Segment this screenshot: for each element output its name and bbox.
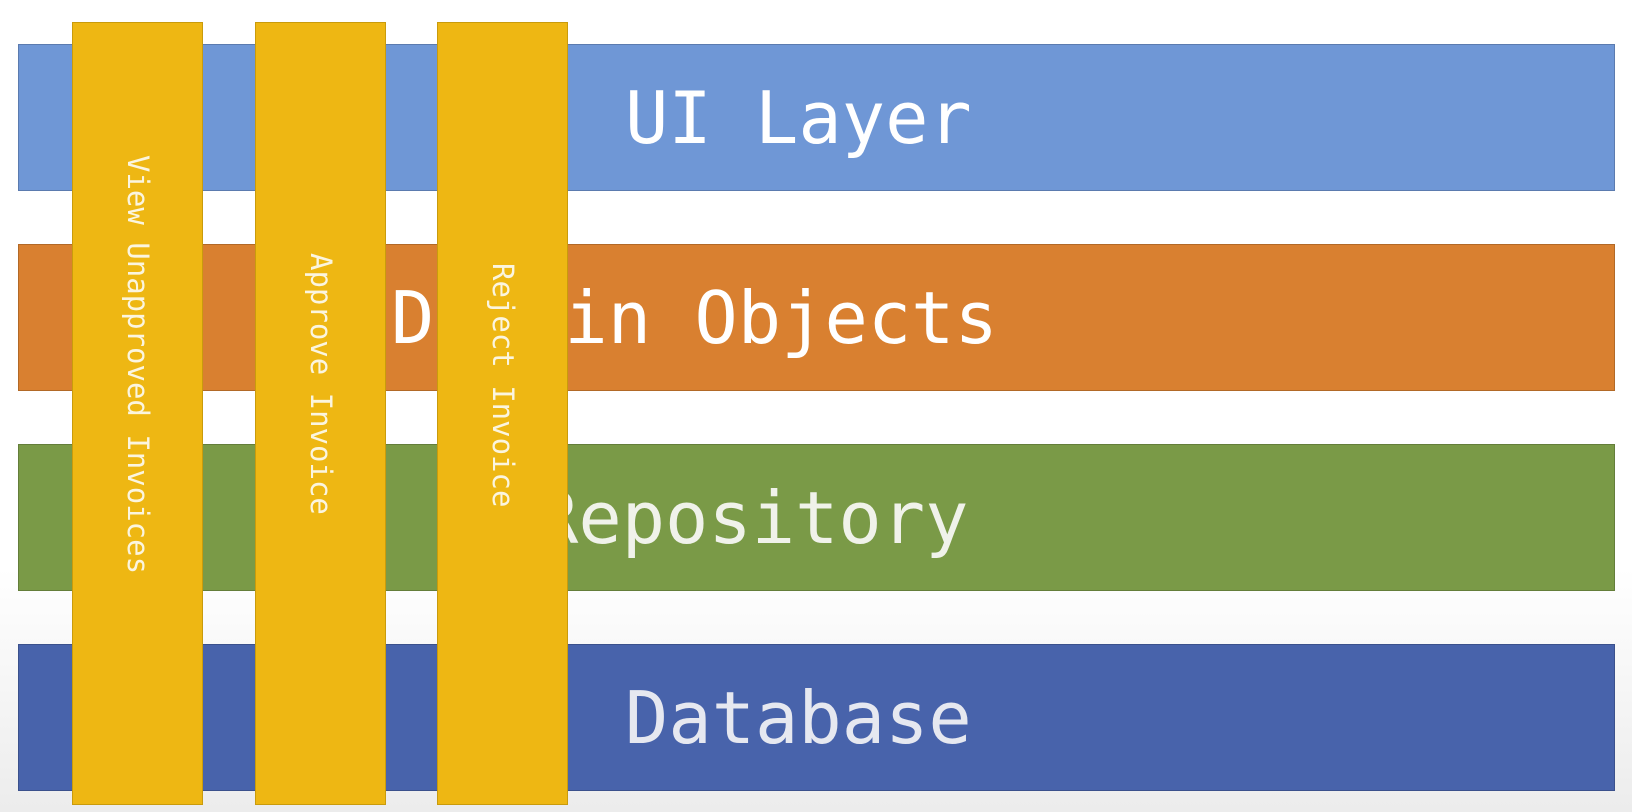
feature-reject-invoice: Reject Invoice — [437, 22, 568, 805]
feature-approve-invoice: Approve Invoice — [255, 22, 386, 805]
feature-reject-invoice-label: Reject Invoice — [486, 263, 520, 508]
layer-repository-label: Repository — [535, 475, 969, 560]
feature-view-unapproved-invoices: View Unapproved Invoices — [72, 22, 203, 805]
feature-approve-invoice-label: Approve Invoice — [304, 253, 338, 515]
layer-database-label: Database — [625, 675, 972, 760]
feature-view-unapproved-invoices-label: View Unapproved Invoices — [121, 155, 155, 575]
layer-ui-label: UI Layer — [625, 75, 972, 160]
